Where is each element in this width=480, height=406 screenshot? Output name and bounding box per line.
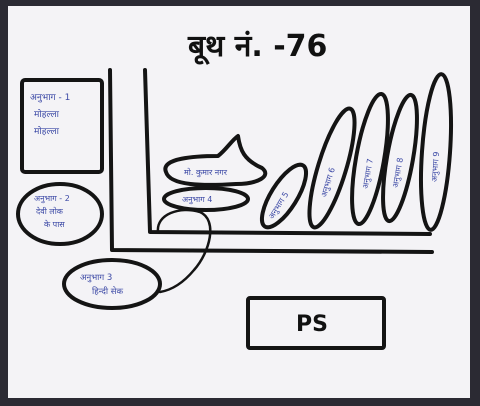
section-2-line-2: देवी लोक [36,206,64,216]
section-3-line-2: हिन्दी सेक [92,286,124,297]
paper-sheet [8,6,470,398]
vertical-oval-5: अनुभाग 9 [419,72,453,232]
pointer-loop [156,208,212,294]
vertical-oval-5-label: अनुभाग 9 [430,151,442,182]
vertical-oval-2-label: अनुभाग 6 [319,166,337,198]
section-4-oval [163,134,268,187]
booth-title: बूथ नं. -76 [187,29,327,65]
section-1-box [20,78,104,174]
section-2-line-1: अनुभाग - 2 [34,194,70,204]
section-1-line-3: मोहल्ला [34,125,60,137]
section-2-oval [16,182,104,246]
section-5-label: अनुभाग 4 [182,195,212,205]
section-3-oval [62,258,162,310]
section-4-label: मो. कुमार नगर [184,167,228,178]
vertical-oval-4-label: अनुभाग 8 [391,157,406,189]
outer-wall [108,68,434,254]
vertical-oval-3-label: अनुभाग 7 [361,158,376,190]
section-1-line-2: मोहल्ला [34,108,60,120]
ps-label: PS [296,312,328,337]
inner-wall [143,68,432,236]
section-2-line-3: के पास [44,219,65,229]
section-1-line-1: अनुभाग - 1 [30,93,70,103]
section-3-line-1: अनुभाग 3 [80,273,112,283]
section-5-oval [162,186,250,212]
ps-box [246,296,386,350]
